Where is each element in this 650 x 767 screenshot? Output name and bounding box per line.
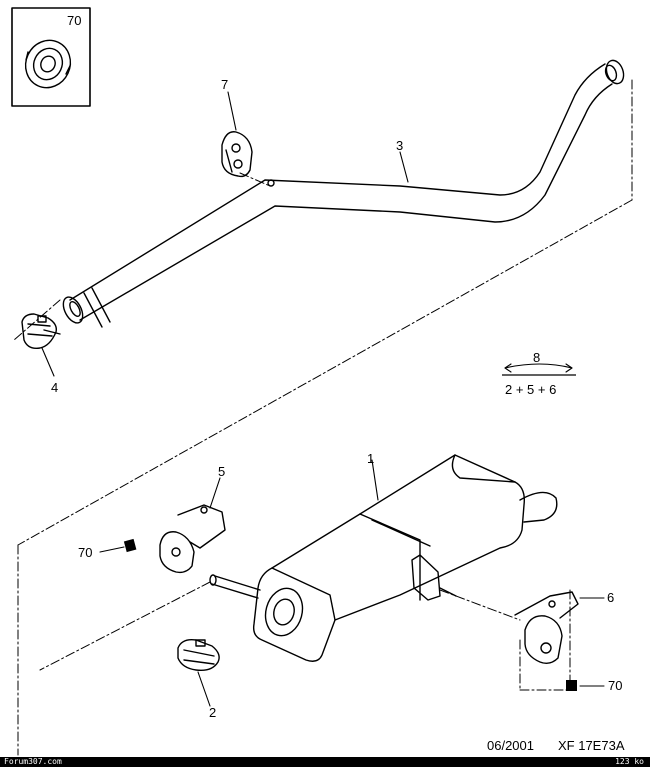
callout-muffler: 1 <box>367 451 374 466</box>
bracket-right <box>514 591 579 665</box>
footer-bar <box>0 757 650 767</box>
rubber-block-left <box>123 538 137 553</box>
intermediate-pipe <box>62 59 625 328</box>
callout-hanger-top: 7 <box>221 77 228 92</box>
footer-watermark: Forum307.com <box>4 757 62 766</box>
callout-intermediate-pipe: 3 <box>396 138 403 153</box>
callout-bracket-right: 6 <box>607 590 614 605</box>
footer-size: 123 ko <box>615 757 644 766</box>
callout-inset: 70 <box>67 13 81 28</box>
callout-clamp-top: 4 <box>51 380 58 395</box>
callout-kit-contents: 2 + 5 + 6 <box>505 382 556 397</box>
footer-reference: XF 17E73A <box>558 738 625 753</box>
clamp-top <box>21 313 61 350</box>
rubber-ring-icon <box>24 39 72 89</box>
footer-date: 06/2001 <box>487 738 534 753</box>
bracket-left <box>159 504 226 574</box>
leader-lines <box>41 91 605 707</box>
callout-rubber-left: 70 <box>78 545 92 560</box>
callout-bracket-left: 5 <box>218 464 225 479</box>
callout-rubber-right: 70 <box>608 678 622 693</box>
rubber-blocks <box>123 538 577 691</box>
muffler <box>209 454 558 662</box>
callout-kit-number: 8 <box>533 350 540 365</box>
rubber-block-right <box>566 680 577 691</box>
callout-clamp-bottom: 2 <box>209 705 216 720</box>
rubber-hanger-top <box>221 131 253 178</box>
inset-frame <box>11 7 91 107</box>
clamp-bottom <box>177 638 220 672</box>
